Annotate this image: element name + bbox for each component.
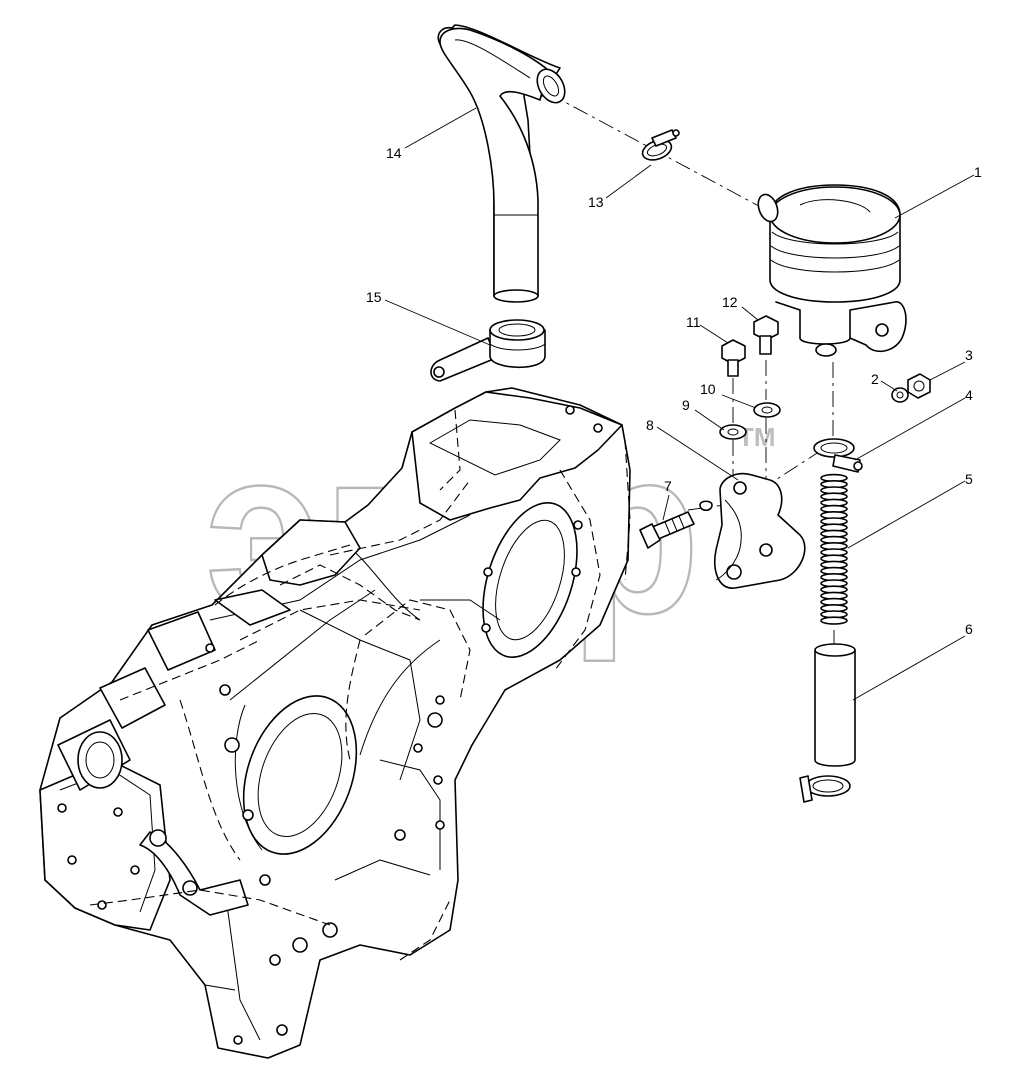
- callout-6: 6: [965, 621, 973, 637]
- breather-hose-14: [437, 24, 566, 303]
- callout-11: 11: [686, 314, 701, 330]
- spring-5: [820, 473, 848, 625]
- callout-14: 14: [386, 145, 402, 161]
- bolt-7: [639, 511, 695, 549]
- callout-2: 2: [871, 371, 879, 387]
- callout-3: 3: [965, 347, 973, 363]
- flange-bolt-holes: [57, 405, 603, 1045]
- callout-9: 9: [682, 397, 690, 413]
- gear-housing: [39, 387, 631, 1059]
- callout-4: 4: [965, 387, 973, 403]
- callout-8: 8: [646, 417, 654, 433]
- tube-6: [799, 643, 856, 803]
- nut-3: [907, 373, 931, 399]
- callout-10: 10: [700, 381, 716, 397]
- spring-coil: [820, 616, 848, 625]
- washer-10: [753, 402, 781, 418]
- callout-1: 1: [974, 164, 982, 180]
- hose-clamp-13: [641, 129, 680, 161]
- callout-7: 7: [664, 478, 672, 494]
- breather-body-1: [757, 184, 907, 357]
- washer-9: [719, 424, 747, 440]
- leader-lines: [384, 107, 975, 701]
- watermark-trademark: TM: [738, 422, 776, 452]
- hose-bracket-15: [430, 319, 546, 382]
- callout-5: 5: [965, 471, 973, 487]
- callout-15: 15: [366, 289, 382, 305]
- hose-clamp-4: [813, 438, 863, 473]
- washer-2: [891, 387, 909, 403]
- bolt-12: [753, 315, 779, 355]
- callout-labels: 1 2 3 4 5 6 7 8 9 10 11 12 13 14 15: [366, 145, 982, 637]
- bolt-11: [721, 339, 746, 377]
- callout-13: 13: [588, 194, 604, 210]
- callout-12: 12: [722, 294, 738, 310]
- bracket-8: [699, 472, 806, 589]
